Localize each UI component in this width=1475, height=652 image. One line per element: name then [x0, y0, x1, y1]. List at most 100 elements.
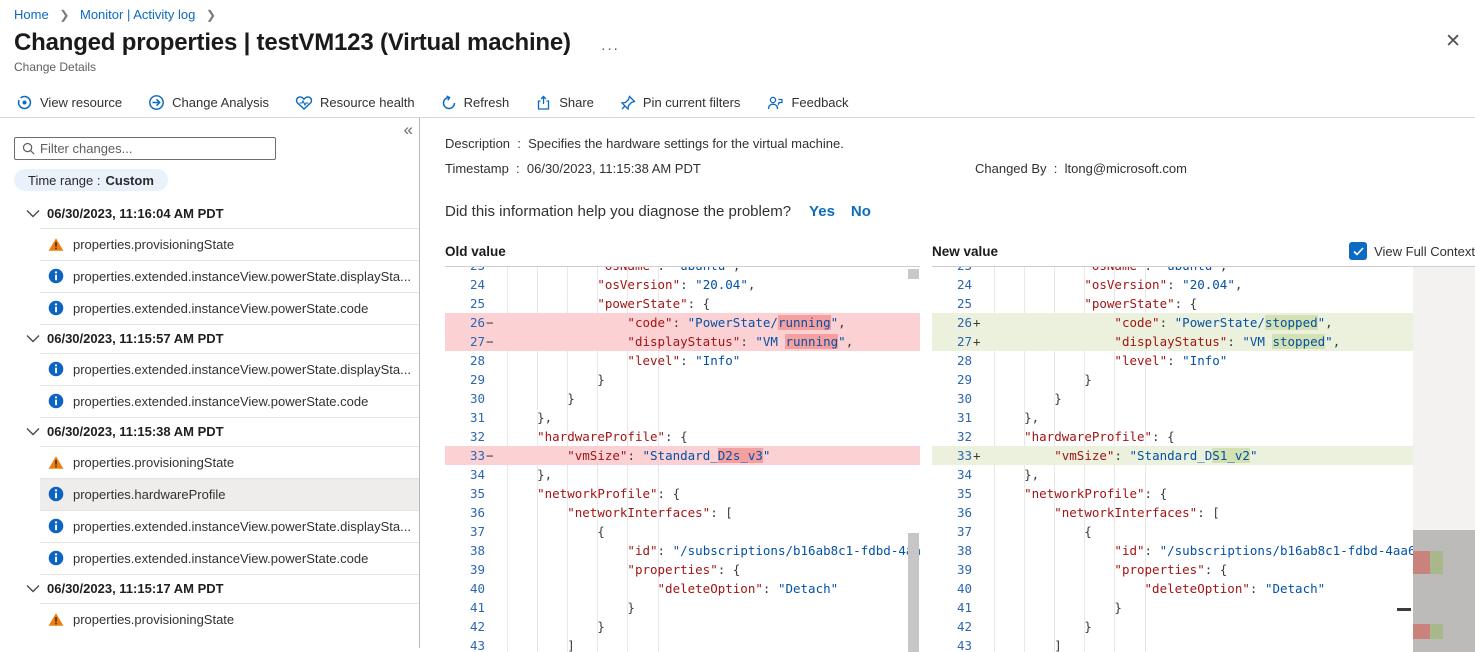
- changed-property-item[interactable]: properties.extended.instanceView.powerSt…: [0, 353, 419, 385]
- yes-link[interactable]: Yes: [809, 203, 835, 220]
- code-line: 39 "properties": {: [956, 562, 1228, 577]
- changed-property-item[interactable]: properties.extended.instanceView.powerSt…: [0, 292, 419, 324]
- toolbar-resource-health-button[interactable]: Resource health: [295, 95, 415, 111]
- old-editor-scrollbar[interactable]: [907, 267, 920, 652]
- collapse-sidebar-icon[interactable]: «: [403, 120, 413, 139]
- old-value-editor: 23 "osName": "ubuntu", 24 "osVersion": "2…: [445, 266, 920, 652]
- no-link[interactable]: No: [850, 203, 871, 220]
- changed-property-item[interactable]: properties.extended.instanceView.powerSt…: [0, 542, 419, 574]
- toolbar-button-label: Share: [559, 95, 594, 110]
- changed-property-item-selected[interactable]: properties.hardwareProfile: [0, 478, 419, 510]
- changes-sidebar: « Time range :Custom 06/30/2023, 11:16:0…: [0, 118, 420, 648]
- changed-property-item[interactable]: properties.provisioningState: [0, 228, 419, 260]
- chevron-down-icon: [26, 584, 40, 593]
- code-line: 41 }: [956, 600, 1122, 615]
- code-line: 23 "osName": "ubuntu",: [445, 267, 920, 275]
- code-line: 27+ "displayStatus": "VM stopped",: [932, 332, 1475, 351]
- code-line: 36 "networkInterfaces": [: [956, 505, 1220, 520]
- filter-changes-input[interactable]: [40, 141, 275, 156]
- close-icon[interactable]: ✕: [1445, 31, 1461, 52]
- toolbar-button-label: Resource health: [319, 95, 415, 110]
- search-icon: [22, 142, 35, 155]
- minimap-deleted-mark: [1413, 624, 1430, 639]
- info-icon: [48, 361, 64, 377]
- info-icon: [48, 550, 64, 566]
- info-icon: [48, 518, 64, 534]
- changed-property-item[interactable]: properties.provisioningState: [0, 446, 419, 478]
- toolbar-change-analysis-button[interactable]: Change Analysis: [148, 94, 269, 111]
- change-group-header[interactable]: 06/30/2023, 11:15:17 AM PDT: [0, 574, 419, 603]
- toolbar-button-label: Refresh: [463, 95, 510, 110]
- changed-property-item[interactable]: properties.extended.instanceView.powerSt…: [0, 510, 419, 542]
- changed-property-label: properties.provisioningState: [73, 611, 235, 627]
- code-line: 40 "deleteOption": "Detach": [469, 581, 839, 596]
- change-group-header[interactable]: 06/30/2023, 11:16:04 AM PDT: [0, 199, 419, 228]
- code-line: 33+ "vmSize": "Standard_DS1_v2": [932, 446, 1475, 465]
- changed-property-label: properties.extended.instanceView.powerSt…: [73, 550, 369, 566]
- filter-changes-input-wrap: [14, 137, 276, 160]
- code-line: 25 "powerState": {: [956, 296, 1198, 311]
- share-icon: [535, 94, 552, 111]
- code-line: 24 "osVersion": "20.04",: [469, 277, 756, 292]
- chevron-down-icon: [26, 209, 40, 218]
- change-group-header[interactable]: 06/30/2023, 11:15:38 AM PDT: [0, 417, 419, 446]
- info-icon: [48, 393, 64, 409]
- code-line: 36 "networkInterfaces": [: [469, 505, 733, 520]
- breadcrumb-home-link[interactable]: Home: [14, 7, 49, 22]
- checkbox-checked-icon[interactable]: [1349, 242, 1368, 260]
- toolbar-pin-current-filters-button[interactable]: Pin current filters: [620, 94, 740, 111]
- changed-property-item[interactable]: properties.provisioningState: [0, 603, 419, 635]
- breadcrumb: Home ❯ Monitor | Activity log ❯: [0, 0, 1475, 22]
- old-value-label: Old value: [445, 243, 506, 259]
- scrollbar-thumb[interactable]: [908, 533, 919, 652]
- change-analysis-icon: [148, 94, 165, 111]
- code-line: 31 },: [469, 410, 553, 425]
- code-line: 25 "powerState": {: [469, 296, 711, 311]
- code-line: 34 },: [469, 467, 553, 482]
- minimap-added-mark: [1430, 551, 1443, 574]
- toolbar-button-label: Change Analysis: [172, 95, 269, 110]
- group-timestamp: 06/30/2023, 11:15:17 AM PDT: [47, 581, 224, 596]
- changed-property-label: properties.provisioningState: [73, 454, 235, 470]
- page-subtitle: Change Details: [14, 60, 97, 74]
- toolbar-refresh-button[interactable]: Refresh: [441, 94, 510, 111]
- changed-property-label: properties.extended.instanceView.powerSt…: [73, 518, 411, 534]
- code-line: 31 },: [956, 410, 1040, 425]
- code-line: 30 }: [469, 391, 575, 406]
- changed-property-item[interactable]: properties.extended.instanceView.powerSt…: [0, 385, 419, 417]
- code-line: 39 "properties": {: [469, 562, 741, 577]
- resource-health-icon: [295, 95, 313, 111]
- toolbar-feedback-button[interactable]: Feedback: [766, 95, 849, 111]
- changed-property-label: properties.provisioningState: [73, 236, 235, 252]
- more-menu-button[interactable]: ...: [601, 37, 620, 55]
- code-line: 43 ]: [956, 638, 1062, 652]
- toolbar-view-resource-button[interactable]: View resource: [16, 94, 122, 111]
- code-line: 42 }: [956, 619, 1092, 634]
- minimap-deleted-mark: [1413, 551, 1430, 574]
- time-range-filter-pill[interactable]: Time range :Custom: [14, 169, 168, 191]
- code-line: 37 {: [956, 524, 1092, 539]
- code-line: 35 "networkProfile": {: [469, 486, 681, 501]
- changed-property-item[interactable]: properties.extended.instanceView.powerSt…: [0, 260, 419, 292]
- feedback-icon: [766, 95, 784, 111]
- minimap-added-mark: [1430, 624, 1443, 639]
- new-value-label: New value: [932, 243, 999, 259]
- view-full-context-checkbox[interactable]: View Full Context: [1349, 242, 1475, 260]
- code-line: 38 "id": "/subscriptions/b16ab8c1-fdbd-4…: [469, 543, 920, 558]
- toolbar-share-button[interactable]: Share: [535, 94, 594, 111]
- info-icon: [48, 486, 64, 502]
- description-value: Specifies the hardware settings for the …: [528, 136, 844, 151]
- timestamp-row: Timestamp : 06/30/2023, 11:15:38 AM PDT: [445, 161, 701, 176]
- code-line: 38 "id": "/subscriptions/b16ab8c1-fdbd-4…: [956, 543, 1454, 558]
- info-icon: [48, 268, 64, 284]
- change-group-header[interactable]: 06/30/2023, 11:15:57 AM PDT: [0, 324, 419, 353]
- code-line: 26− "code": "PowerState/running",: [445, 313, 920, 332]
- minimap[interactable]: [1413, 267, 1475, 652]
- code-line: 28 "level": "Info": [956, 353, 1228, 368]
- breadcrumb-monitor-activity-log-link[interactable]: Monitor | Activity log: [80, 7, 196, 22]
- code-line: 41 }: [469, 600, 635, 615]
- code-line: 30 }: [956, 391, 1062, 406]
- warning-icon: [48, 455, 64, 470]
- code-line: 26+ "code": "PowerState/stopped",: [932, 313, 1475, 332]
- changed-property-label: properties.extended.instanceView.powerSt…: [73, 300, 369, 316]
